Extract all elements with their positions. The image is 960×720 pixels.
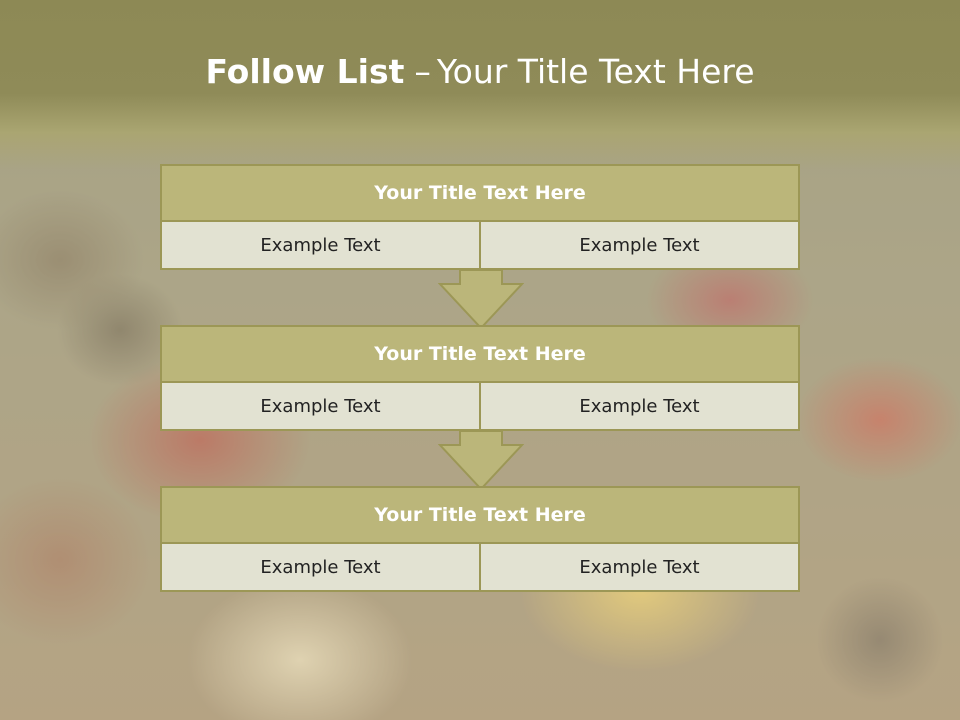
list-box-2: Your Title Text Here Example Text Exampl… xyxy=(160,325,800,431)
title-rest: Your Title Text Here xyxy=(436,52,755,91)
box-cell-left: Example Text xyxy=(162,222,479,268)
list-box-1: Your Title Text Here Example Text Exampl… xyxy=(160,164,800,270)
down-arrow-icon xyxy=(438,270,524,330)
box-title: Your Title Text Here xyxy=(162,166,798,222)
box-cell-right: Example Text xyxy=(479,222,798,268)
box-cell-right: Example Text xyxy=(479,383,798,429)
page-title: Follow List–Your Title Text Here xyxy=(0,52,960,91)
box-title: Your Title Text Here xyxy=(162,488,798,544)
list-box-3: Your Title Text Here Example Text Exampl… xyxy=(160,486,800,592)
down-arrow-icon xyxy=(438,431,524,491)
header-band xyxy=(0,0,960,170)
box-cell-left: Example Text xyxy=(162,383,479,429)
box-title: Your Title Text Here xyxy=(162,327,798,383)
title-bold: Follow List xyxy=(205,52,405,91)
box-cell-right: Example Text xyxy=(479,544,798,590)
title-separator: – xyxy=(414,52,431,91)
box-row: Example Text Example Text xyxy=(162,544,798,590)
box-cell-left: Example Text xyxy=(162,544,479,590)
box-row: Example Text Example Text xyxy=(162,222,798,268)
box-row: Example Text Example Text xyxy=(162,383,798,429)
